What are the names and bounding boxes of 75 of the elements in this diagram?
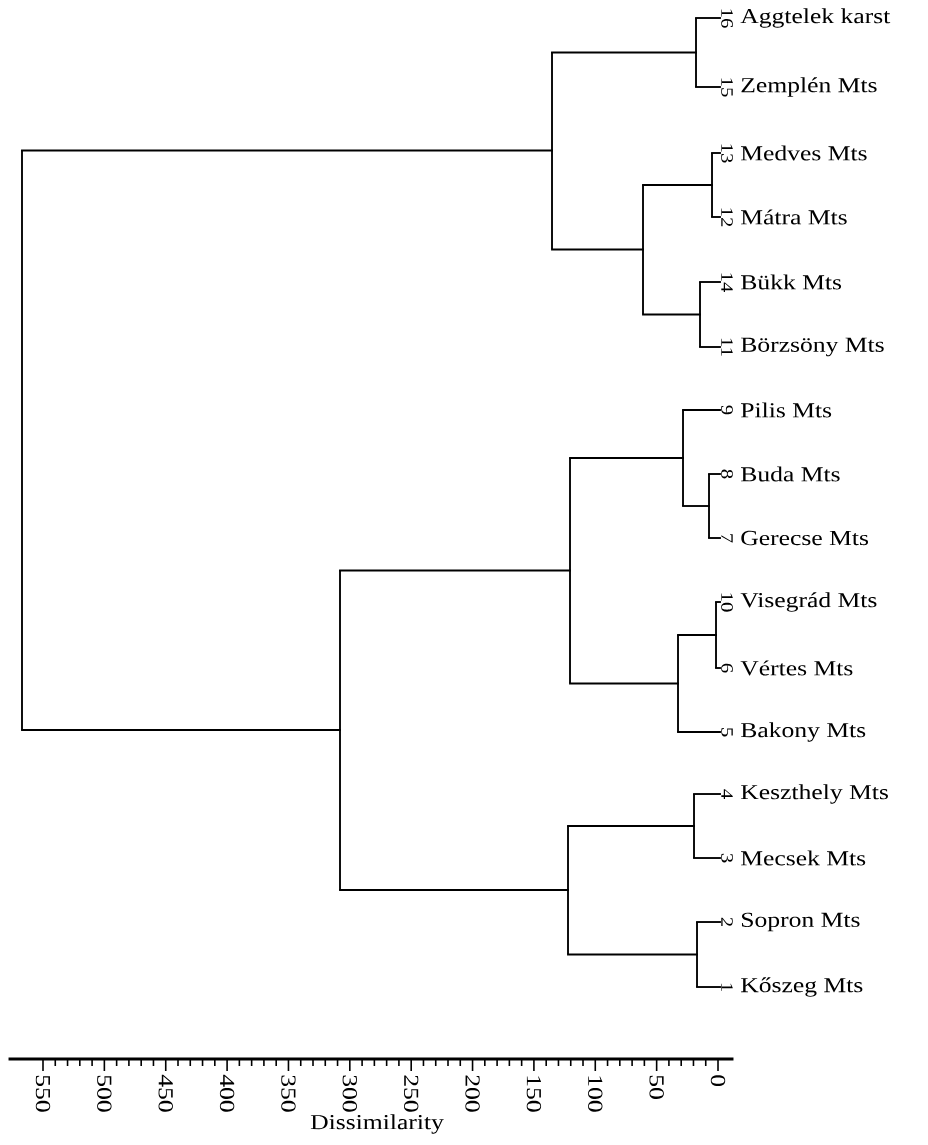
branch-line [708, 537, 721, 539]
branch-line [708, 473, 721, 475]
leaf-number: 3 [721, 853, 733, 863]
leaf-label: Mecsek Mts [741, 850, 866, 866]
leaf-number: 4 [721, 789, 733, 799]
branch-line [696, 986, 721, 988]
branch-line [551, 248, 644, 251]
branch-line [696, 921, 721, 923]
branch-line [21, 149, 553, 152]
branch-line [339, 889, 569, 891]
leaf-number: 1 [721, 983, 733, 991]
tick-label: 300 [342, 1075, 357, 1112]
leaf-number: 14 [721, 273, 733, 293]
leaf-number: 12 [721, 208, 733, 227]
tick-label: 100 [588, 1076, 603, 1112]
leaf-number: 5 [721, 728, 733, 737]
leaf-number: 13 [721, 144, 733, 163]
leaf-label: Kőszeg Mts [741, 977, 863, 997]
branch-line [682, 409, 721, 411]
leaf-number: 9 [721, 405, 733, 415]
tick-label: 500 [97, 1075, 112, 1112]
tick-label: 0 [710, 1075, 726, 1087]
branch-line [695, 86, 721, 88]
tick-label: 550 [35, 1075, 51, 1112]
tick-label: 200 [465, 1075, 480, 1112]
leaf-label: Gerecse Mts [741, 530, 868, 546]
leaf-label: Mátra Mts [741, 209, 847, 225]
leaf-number: 15 [721, 78, 733, 97]
tick-label: 400 [219, 1074, 235, 1112]
branch-line [715, 667, 721, 669]
leaf-label: Pilis Mts [741, 402, 832, 418]
branch-line [567, 825, 695, 827]
branch-line [693, 857, 721, 859]
leaf-label: Börzsöny Mts [741, 337, 884, 357]
tick-label: 350 [281, 1075, 296, 1112]
leaf-number: 6 [721, 663, 733, 673]
axis-title: Dissimilarity [310, 1114, 444, 1134]
branch-line [642, 184, 713, 186]
leaf-number: 11 [721, 338, 733, 356]
leaf-number: 2 [721, 917, 733, 927]
tick-label: 250 [404, 1075, 419, 1112]
leaf-label: Sopron Mts [742, 912, 860, 932]
branch-line [693, 793, 721, 795]
leaf-label: Visegrád Mts [740, 592, 877, 612]
leaf-label: Bükk Mts [741, 274, 842, 290]
branch-line [642, 313, 701, 316]
tick-label: 50 [649, 1075, 664, 1099]
leaf-label: Keszthely Mts [741, 784, 888, 804]
branch-line [569, 457, 684, 459]
leaf-label: Aggtelek karst [740, 8, 891, 28]
leaf-number: 8 [721, 469, 733, 479]
branch-line [711, 152, 721, 154]
leaf-label: Zemplén Mts [741, 77, 877, 97]
branch-line [21, 729, 341, 731]
branch-line [715, 601, 721, 603]
tick-label: 450 [158, 1074, 173, 1112]
branch-line [711, 216, 721, 218]
leaf-number: 7 [721, 534, 733, 543]
leaf-number: 16 [721, 9, 733, 28]
branch-line [682, 505, 710, 507]
branch-line [567, 953, 698, 956]
leaf-label: Vértes Mts [740, 660, 853, 676]
leaf-label: Medves Mts [741, 145, 867, 161]
branch-line [699, 346, 721, 348]
branch-line [677, 731, 721, 733]
branch-line [699, 281, 721, 283]
leaf-label: Bakony Mts [741, 722, 866, 742]
tick-label: 150 [526, 1076, 542, 1112]
leaf-number: 10 [721, 593, 733, 612]
branch-line [551, 51, 697, 54]
leaf-label: Buda Mts [741, 466, 840, 482]
branch-line [569, 682, 679, 685]
branch-line [677, 634, 717, 636]
branch-line [695, 17, 721, 19]
branch-line [339, 569, 571, 572]
